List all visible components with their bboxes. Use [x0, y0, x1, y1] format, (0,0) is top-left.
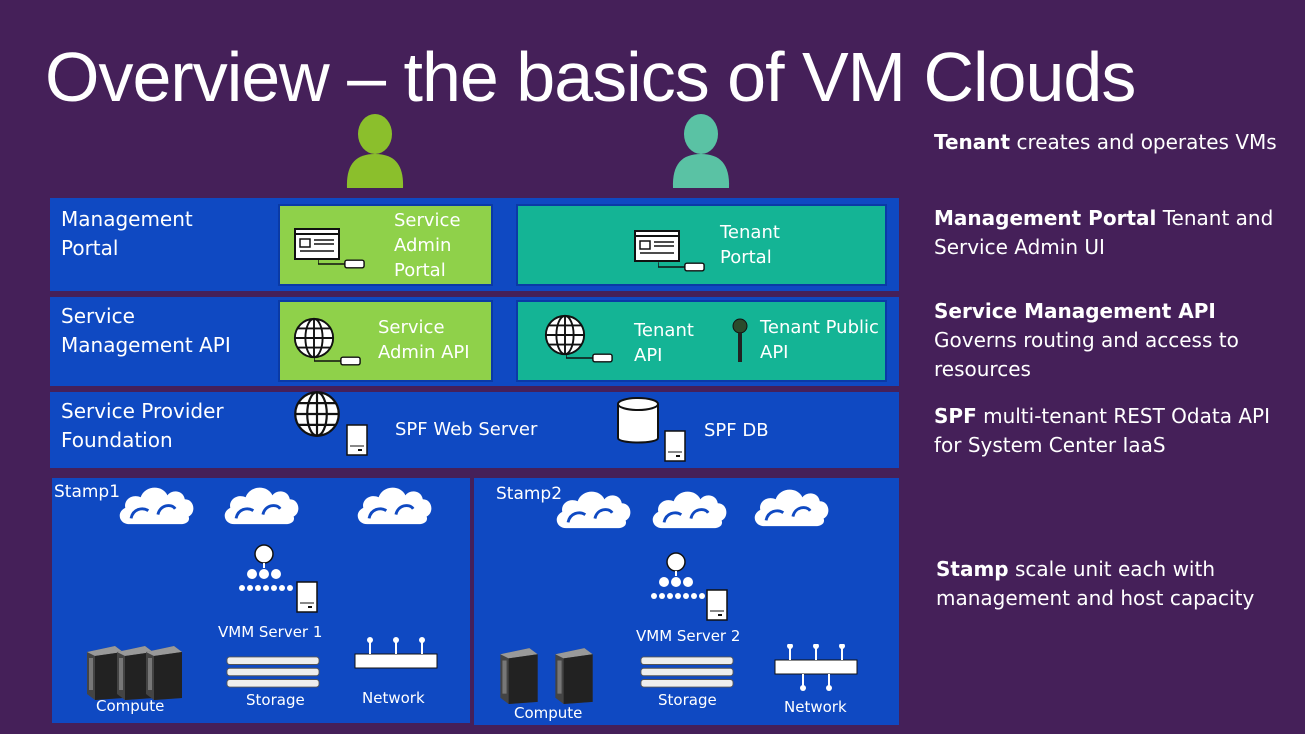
plug-icon — [658, 261, 706, 273]
tenant-person-icon — [672, 114, 730, 188]
vmm-server-1-label: VMM Server 1 — [218, 623, 323, 641]
compute-server-icon — [144, 644, 184, 700]
network-switch-icon — [774, 644, 858, 694]
stamp-2-label: Stamp2 — [496, 484, 563, 504]
management-portal-label: Management Portal — [61, 207, 193, 260]
tenant-public-api-label: Tenant Public API — [760, 317, 879, 363]
server-icon — [296, 580, 318, 614]
cloud-icon — [117, 480, 195, 528]
globe-icon — [543, 313, 587, 357]
tenant-portal-label: Tenant Portal — [720, 222, 780, 268]
compute-server-icon — [552, 646, 596, 704]
storage-icon — [226, 656, 320, 688]
compute-label: Compute — [96, 697, 165, 715]
service-admin-portal-label: Service Admin Portal — [394, 210, 461, 281]
side-note-service-management-api: Service Management API Governs routing a… — [934, 299, 1239, 381]
plug-icon — [566, 352, 614, 364]
service-admin-api-label: Service Admin API — [378, 317, 470, 363]
cloud-icon — [554, 484, 632, 532]
network-label: Network — [784, 698, 847, 716]
storage-label: Storage — [658, 691, 717, 709]
stamp-1-label: Stamp1 — [54, 482, 121, 502]
globe-icon — [292, 389, 342, 439]
cloud-icon — [355, 480, 433, 528]
spf-db-label: SPF DB — [704, 420, 769, 441]
spf-band — [50, 392, 899, 468]
service-admin-portal-box[interactable] — [278, 204, 493, 286]
plug-icon — [314, 355, 362, 367]
side-note-management-portal: Management Portal Tenant and Service Adm… — [934, 206, 1274, 259]
tenant-api-label: Tenant API — [634, 320, 694, 366]
admin-person-icon — [346, 114, 404, 188]
server-icon — [664, 430, 686, 462]
pin-icon — [732, 318, 748, 362]
server-icon — [706, 588, 728, 622]
storage-label: Storage — [246, 691, 305, 709]
spf-label: Service Provider Foundation — [61, 399, 224, 452]
tenant-portal-box[interactable] — [516, 204, 887, 286]
side-note-spf: SPF multi-tenant REST Odata API for Syst… — [934, 404, 1270, 457]
hierarchy-icon — [648, 551, 708, 603]
hierarchy-icon — [236, 543, 296, 595]
service-management-api-label: Service Management API — [61, 304, 231, 357]
storage-icon — [640, 656, 734, 688]
compute-label: Compute — [514, 704, 583, 722]
spf-web-server-label: SPF Web Server — [395, 419, 538, 440]
vmm-server-2-label: VMM Server 2 — [636, 627, 741, 645]
network-switch-icon — [354, 636, 438, 686]
side-note-tenant: Tenant creates and operates VMs — [934, 130, 1277, 154]
database-icon — [617, 397, 659, 444]
compute-server-icon — [497, 646, 541, 704]
cloud-icon — [222, 480, 300, 528]
cloud-icon — [650, 484, 728, 532]
globe-icon — [292, 316, 336, 360]
network-label: Network — [362, 689, 425, 707]
side-note-stamp: Stamp scale unit each with management an… — [936, 557, 1255, 610]
plug-icon — [318, 258, 366, 270]
cloud-icon — [752, 482, 830, 530]
server-icon — [346, 424, 368, 456]
slide-title: Overview – the basics of VM Clouds — [45, 38, 1136, 116]
